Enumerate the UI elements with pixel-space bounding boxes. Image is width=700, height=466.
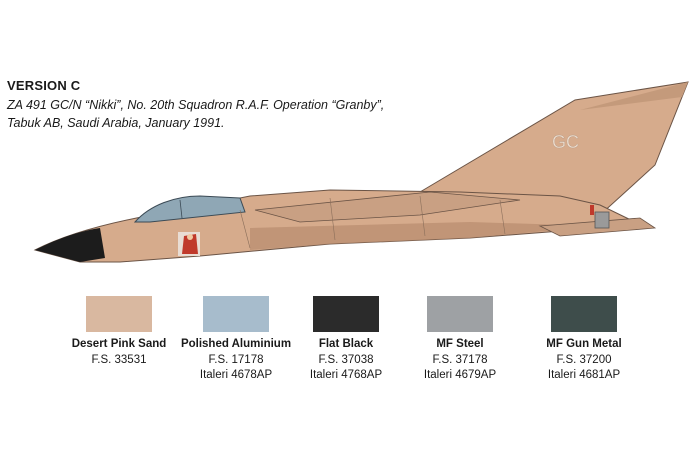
fs-code: F.S. 33531	[91, 353, 147, 366]
fs-code: F.S. 37178	[432, 353, 488, 366]
exhaust	[594, 211, 610, 229]
paint-name: Flat Black	[318, 338, 374, 350]
color-swatch	[203, 296, 269, 332]
nose-radome	[35, 228, 105, 262]
color-swatch	[551, 296, 617, 332]
fs-code: F.S. 37200	[556, 353, 612, 366]
version-title: VERSION C	[7, 78, 81, 93]
italeri-code: Italeri 4768AP	[309, 369, 383, 381]
fs-code: F.S. 17178	[208, 353, 264, 366]
canopy	[133, 195, 246, 223]
paint-name: Polished Aluminium	[180, 338, 292, 350]
aircraft-profile-image: GC	[33, 81, 689, 263]
paint-name: MF Steel	[436, 338, 484, 350]
color-swatch	[86, 296, 152, 332]
wing	[254, 191, 521, 223]
nose-art-icon	[178, 232, 200, 256]
fs-code: F.S. 37038	[318, 353, 374, 366]
tail-code: GC	[552, 132, 579, 152]
color-swatch	[427, 296, 493, 332]
paint-name: Desert Pink Sand	[71, 338, 167, 350]
italeri-code: Italeri 4678AP	[199, 369, 273, 381]
description-line-1: ZA 491 GC/N “Nikki”, No. 20th Squadron R…	[7, 98, 385, 112]
color-swatch	[313, 296, 379, 332]
italeri-code: Italeri 4681AP	[547, 369, 621, 381]
description-line-2: Tabuk AB, Saudi Arabia, January 1991.	[7, 116, 225, 130]
paint-name: MF Gun Metal	[546, 338, 622, 350]
italeri-code: Italeri 4679AP	[423, 369, 497, 381]
aircraft-description: ZA 491 GC/N “Nikki”, No. 20th Squadron R…	[7, 96, 427, 132]
